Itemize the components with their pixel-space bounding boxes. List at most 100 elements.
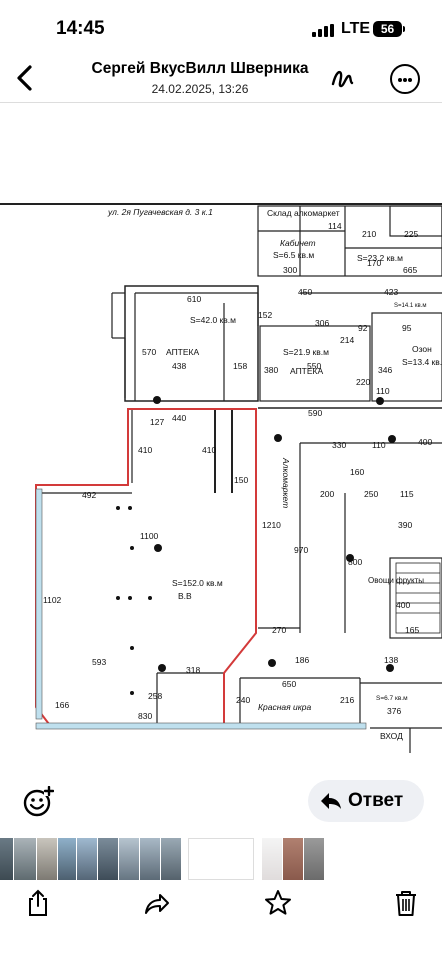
- thumbnail-strip: [0, 838, 442, 880]
- forward-button[interactable]: [143, 888, 171, 918]
- dimension-label: 200: [320, 489, 334, 499]
- room-label: S=6.5 кв.м: [273, 250, 314, 260]
- add-reaction-button[interactable]: [22, 785, 55, 818]
- photo-thumbnail[interactable]: [119, 838, 139, 880]
- room-label: АПТЕКА: [290, 366, 323, 376]
- photo-thumbnail[interactable]: [262, 838, 282, 880]
- dimension-label: 186: [295, 655, 309, 665]
- dimension-label: 166: [55, 700, 69, 710]
- dimension-label: 158: [233, 361, 247, 371]
- dimension-label: 410: [138, 445, 152, 455]
- photo-viewer[interactable]: ул. 2я Пугачевская д. 3 к.1 Склад алкома…: [0, 103, 442, 765]
- dimension-label: 220: [356, 377, 370, 387]
- photo-thumbnail[interactable]: [0, 838, 13, 880]
- dimension-label: 570: [142, 347, 156, 357]
- room-label: В.В: [178, 591, 192, 601]
- room-label: Алкомаркет: [281, 457, 291, 508]
- dimension-label: 380: [264, 365, 278, 375]
- dimension-label: 150: [234, 475, 248, 485]
- dimension-label: 127: [150, 417, 164, 427]
- battery-tip: [403, 26, 405, 32]
- floor-plan-image: ул. 2я Пугачевская д. 3 к.1 Склад алкома…: [0, 203, 442, 753]
- dimension-label: 830: [138, 711, 152, 721]
- network-type: LTE: [341, 20, 371, 37]
- street-label: ул. 2я Пугачевская д. 3 к.1: [107, 207, 213, 217]
- room-label: S=21.9 кв.м: [283, 347, 329, 357]
- room-label: Озон: [412, 344, 432, 354]
- add-reaction-icon: [23, 785, 55, 817]
- dimension-label: 250: [364, 489, 378, 499]
- reply-button[interactable]: Ответ: [308, 780, 424, 822]
- dimension-label: 400: [396, 600, 410, 610]
- photo-thumbnail[interactable]: [161, 838, 181, 880]
- favorite-button[interactable]: [264, 888, 292, 918]
- chat-title: Сергей ВкусВилл Шверника: [91, 60, 309, 77]
- dimension-label: 423: [384, 287, 398, 297]
- room-label: S=23.2 кв.м: [357, 253, 403, 263]
- dimension-label: 665: [403, 265, 417, 275]
- markup-button[interactable]: [330, 64, 356, 92]
- photo-thumbnail-selected[interactable]: [188, 838, 254, 880]
- share-button[interactable]: [24, 888, 52, 918]
- dimension-label: 138: [384, 655, 398, 665]
- dimension-label: 115: [400, 489, 414, 499]
- dimension-label: 376: [387, 706, 401, 716]
- dimension-label: 92: [358, 323, 368, 333]
- star-icon: [265, 890, 291, 915]
- dimension-label: 593: [92, 657, 106, 667]
- dimension-label: 1100: [140, 531, 159, 541]
- photo-thumbnail[interactable]: [98, 838, 118, 880]
- reply-label: Ответ: [348, 790, 404, 811]
- dimension-label: 225: [404, 229, 418, 239]
- back-button[interactable]: [10, 62, 40, 94]
- dimension-label: 438: [172, 361, 186, 371]
- photo-thumbnail[interactable]: [77, 838, 97, 880]
- more-button[interactable]: [390, 64, 420, 94]
- dimension-label: 110: [372, 440, 386, 450]
- photo-thumbnail[interactable]: [14, 838, 36, 880]
- dimension-label: 216: [340, 695, 354, 705]
- dimension-label: 330: [332, 440, 346, 450]
- dimension-label: 1210: [262, 520, 281, 530]
- dimension-label: 610: [187, 294, 201, 304]
- photo-thumbnail[interactable]: [58, 838, 76, 880]
- room-label: Овощи фрукты: [368, 576, 424, 585]
- room-label: АПТЕКА: [166, 347, 199, 357]
- dimension-label: 300: [283, 265, 297, 275]
- bottom-toolbar: [0, 880, 442, 960]
- dimension-label: 165: [405, 625, 419, 635]
- delete-button[interactable]: [392, 888, 420, 918]
- dimension-label: 590: [308, 408, 322, 418]
- dimension-label: 550: [307, 361, 321, 371]
- dimension-label: 240: [236, 695, 250, 705]
- room-label: ВХОД: [380, 731, 403, 741]
- cellular-signal-icon: [312, 24, 334, 37]
- dimension-label: 450: [298, 287, 312, 297]
- reply-arrow-icon: [321, 793, 341, 809]
- photo-thumbnail[interactable]: [140, 838, 160, 880]
- room-label: S=152.0 кв.м: [172, 578, 223, 588]
- room-label: S=14.1 кв.м: [394, 303, 426, 309]
- photo-thumbnail[interactable]: [37, 838, 57, 880]
- dimension-label: 492: [82, 490, 96, 500]
- dimension-label: 318: [186, 665, 200, 675]
- dimension-label: 95: [402, 323, 412, 333]
- dimension-label: 170: [367, 258, 381, 268]
- share-icon: [29, 889, 47, 916]
- dimension-label: 114: [328, 221, 342, 231]
- battery-indicator: 56: [373, 21, 402, 37]
- dimension-label: 1102: [43, 595, 62, 605]
- header-divider: [0, 102, 442, 103]
- dimension-label: 152: [258, 310, 272, 320]
- forward-icon: [145, 894, 169, 914]
- dimension-label: 800: [348, 557, 362, 567]
- dimension-label: 650: [282, 679, 296, 689]
- photo-thumbnail[interactable]: [304, 838, 324, 880]
- chevron-left-icon: [17, 65, 32, 91]
- photo-thumbnail[interactable]: [283, 838, 303, 880]
- room-label: Склад алкомаркет: [267, 208, 340, 218]
- message-date: 24.02.2025, 13:26: [151, 82, 249, 96]
- dimension-label: 306: [315, 318, 329, 328]
- clock: 14:45: [56, 18, 105, 39]
- dimension-label: 390: [398, 520, 412, 530]
